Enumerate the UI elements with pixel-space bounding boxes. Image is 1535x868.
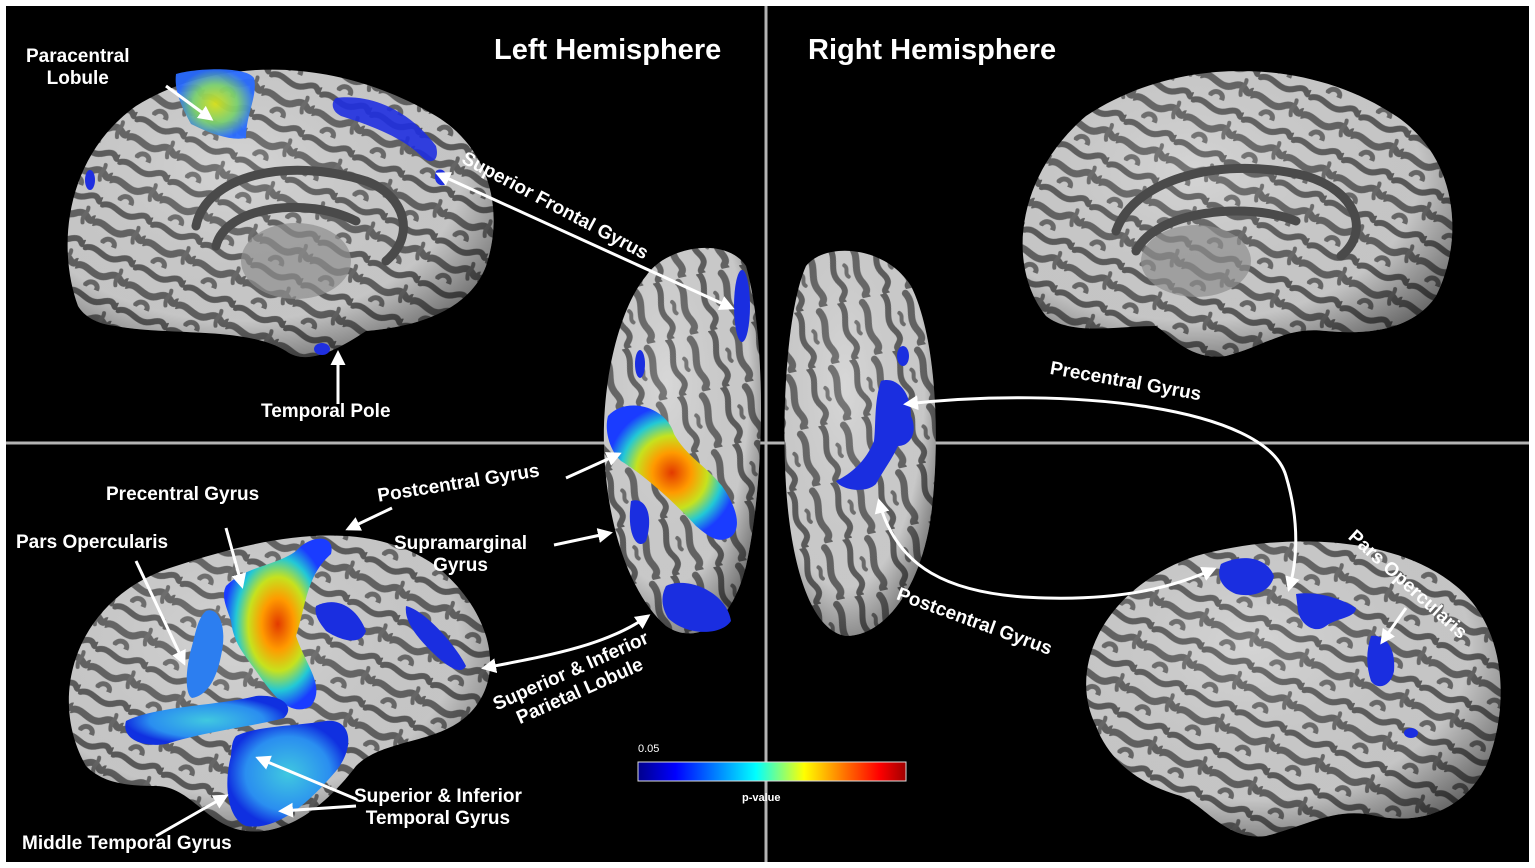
- colorbar-min-label: 0.05: [638, 743, 660, 755]
- label-precentral-gyrus-left: Precentral Gyrus: [106, 484, 260, 505]
- left-hemisphere-heading: Left Hemisphere: [494, 34, 722, 66]
- label-temporal-line1: Superior & Inferior: [354, 786, 522, 807]
- label-temporal-line2: Temporal Gyrus: [365, 807, 511, 829]
- label-paracentral-line2: Lobule: [46, 67, 109, 89]
- label-paracentral-lobule: Paracentral Lobule: [26, 46, 130, 90]
- label-pars-opercularis-left: Pars Opercularis: [16, 532, 169, 553]
- label-supramarginal-line1: Supramarginal: [394, 533, 528, 554]
- brain-figure: Left Hemisphere Right Hemisphere Paracen…: [6, 6, 1529, 862]
- left-lateral-brain: [68, 535, 491, 832]
- label-supramarginal-line2: Gyrus: [433, 554, 488, 576]
- label-superior-inferior-temporal-gyrus: Superior & Inferior Temporal Gyrus: [354, 786, 522, 830]
- right-lateral-brain: [1086, 541, 1501, 837]
- left-dorsal-brain: [603, 247, 761, 634]
- label-supramarginal-gyrus: Supramarginal Gyrus: [394, 533, 527, 577]
- label-temporal-pole: Temporal Pole: [261, 401, 391, 422]
- annotation-arrows: [134, 84, 1408, 838]
- left-medial-brain: [67, 69, 494, 358]
- brain-illustration: [6, 6, 1529, 862]
- label-paracentral-line1: Paracentral: [26, 46, 130, 67]
- right-hemisphere-heading: Right Hemisphere: [808, 34, 1057, 66]
- colorbar: [637, 761, 907, 782]
- colorbar-title: p-value: [742, 792, 781, 804]
- right-dorsal-brain: [784, 250, 936, 637]
- right-medial-brain: [1022, 71, 1453, 357]
- label-middle-temporal-gyrus: Middle Temporal Gyrus: [22, 833, 232, 854]
